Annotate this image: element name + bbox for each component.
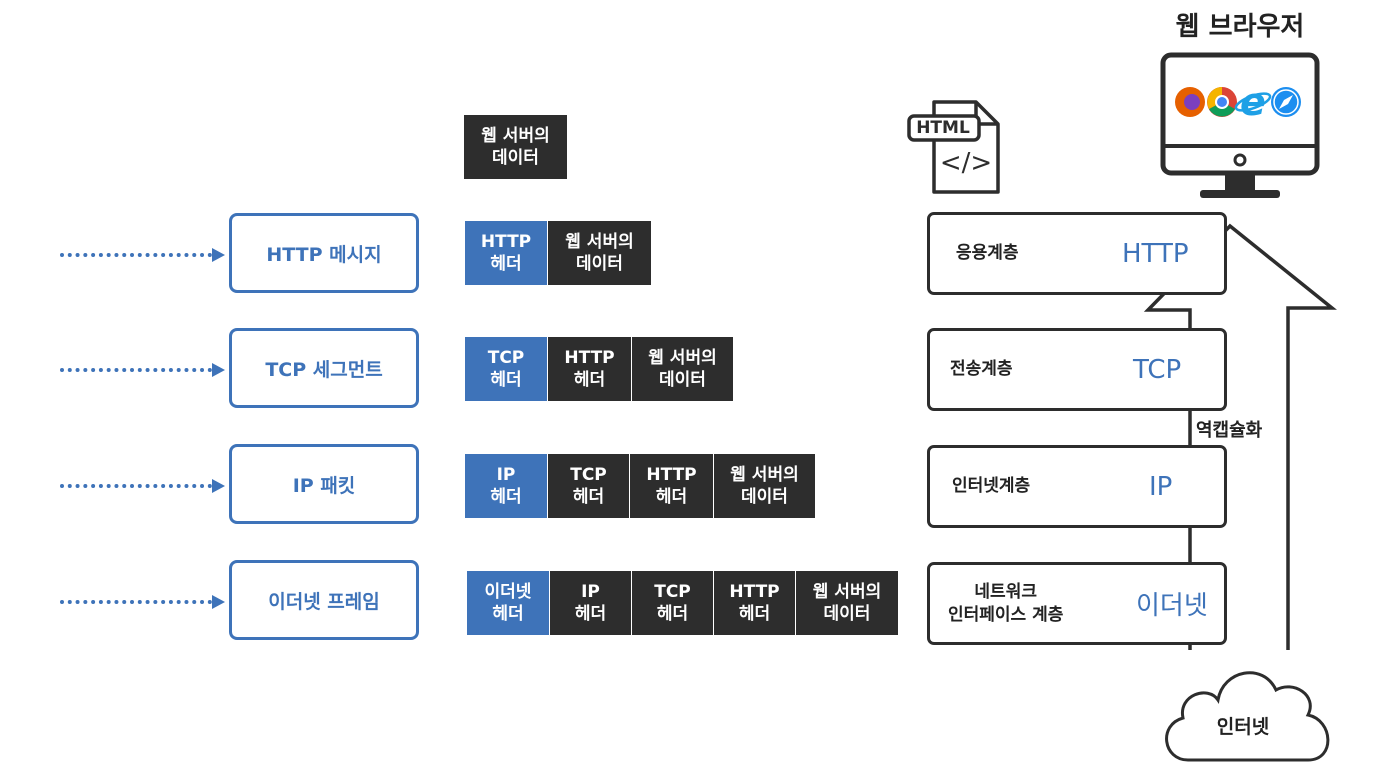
packet-cell: 웹 서버의 데이터 — [631, 337, 733, 401]
packet-cell: TCP 헤더 — [547, 454, 629, 518]
layer-protocol: 이더넷 — [1136, 591, 1208, 621]
unit-label: 이더넷 프레임 — [229, 560, 419, 640]
cloud-icon — [1165, 671, 1330, 762]
packet-cell: HTTP 헤더 — [629, 454, 713, 518]
layer-protocol: IP — [1149, 471, 1173, 502]
ie-icon: e — [1234, 80, 1272, 124]
packet-cell: 웹 서버의 데이터 — [547, 221, 651, 285]
layer-name: 인터넷계층 — [952, 476, 1031, 496]
browser-title: 웹 브라우저 — [1175, 12, 1305, 42]
unit-label: TCP 세그먼트 — [229, 328, 419, 408]
layer-box: 응용계층 HTTP — [927, 212, 1227, 295]
dotted-arrow — [60, 484, 212, 488]
web-server-data-block: 웹 서버의 데이터 — [464, 115, 567, 179]
layer-box: 네트워크 인터페이스 계층 이더넷 — [927, 562, 1227, 645]
outer-header-cell: 이더넷 헤더 — [467, 571, 549, 635]
firefox-icon — [1175, 87, 1205, 117]
unit-label: HTTP 메시지 — [229, 213, 419, 293]
arrow-head-icon — [212, 363, 225, 377]
svg-text:e: e — [1240, 80, 1266, 124]
html-file-icon — [907, 100, 1000, 194]
outer-header-cell: TCP 헤더 — [465, 337, 547, 401]
code-glyph: </> — [939, 148, 993, 178]
monitor-icon: e — [1160, 52, 1320, 198]
layer-protocol: TCP — [1133, 354, 1182, 385]
outer-header-cell: HTTP 헤더 — [465, 221, 547, 285]
packet-cell: 웹 서버의 데이터 — [713, 454, 815, 518]
packet-cell: IP 헤더 — [549, 571, 631, 635]
layer-name: 전송계층 — [950, 359, 1013, 379]
unit-label: IP 패킷 — [229, 444, 419, 524]
dotted-arrow — [60, 368, 212, 372]
html-label: HTML — [916, 118, 970, 138]
outer-header-cell: IP 헤더 — [465, 454, 547, 518]
arrow-head-icon — [212, 479, 225, 493]
dotted-arrow — [60, 600, 212, 604]
cloud-label: 인터넷 — [1216, 716, 1270, 738]
arrow-head-icon — [212, 248, 225, 262]
layer-box: 인터넷계층 IP — [927, 445, 1227, 528]
chrome-icon — [1207, 87, 1237, 117]
layer-protocol: HTTP — [1122, 238, 1189, 269]
packet-cell: 웹 서버의 데이터 — [795, 571, 898, 635]
packet-cell: HTTP 헤더 — [547, 337, 631, 401]
packet-cell: TCP 헤더 — [631, 571, 713, 635]
dotted-arrow — [60, 253, 212, 257]
layer-name: 네트워크 인터페이스 계층 — [948, 581, 1064, 625]
decapsulation-arrow — [1143, 223, 1337, 650]
layer-name: 응용계층 — [956, 243, 1019, 263]
safari-icon — [1271, 87, 1301, 117]
packet-cell: HTTP 헤더 — [713, 571, 795, 635]
arrow-head-icon — [212, 595, 225, 609]
decapsulation-label: 역캡슐화 — [1194, 416, 1265, 442]
layer-box: 전송계층 TCP — [927, 328, 1227, 411]
